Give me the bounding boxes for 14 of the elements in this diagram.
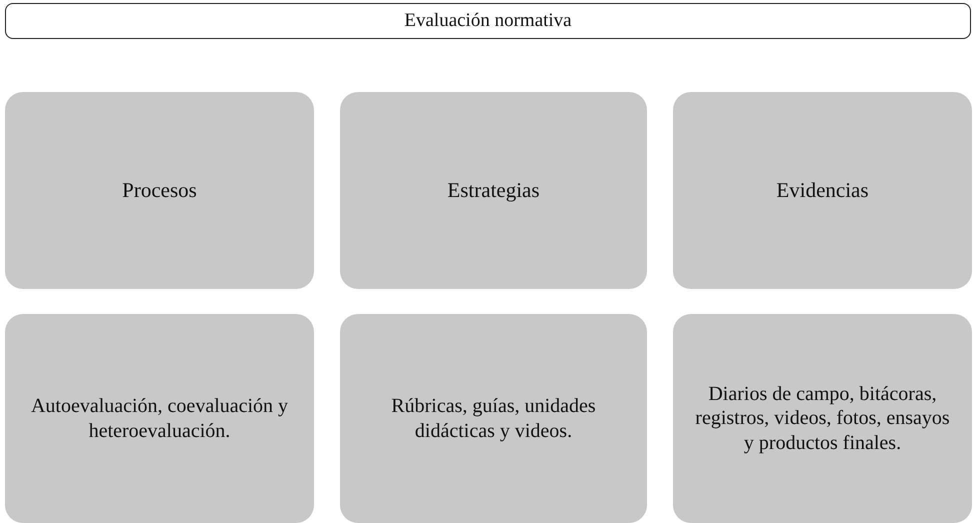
category-card xyxy=(673,314,972,523)
category-description: Autoevaluación, coevaluación y heteroevaluación. xyxy=(30,394,290,443)
category-description: Diarios de campo, bitácoras, registros, videos, fotos, ensayos y productos finales. xyxy=(694,382,951,456)
heading-box xyxy=(5,3,971,39)
category-title: Evidencias xyxy=(776,178,869,204)
category-description: Rúbricas, guías, unidades didácticas y videos. xyxy=(390,394,597,443)
category-title: Estrategias xyxy=(447,178,540,204)
category-card xyxy=(5,92,314,289)
category-title: Procesos xyxy=(122,178,197,204)
category-card xyxy=(340,314,647,523)
category-card xyxy=(5,314,314,523)
category-card xyxy=(340,92,647,289)
heading-text: Evaluación normativa xyxy=(404,10,572,32)
category-card xyxy=(673,92,972,289)
